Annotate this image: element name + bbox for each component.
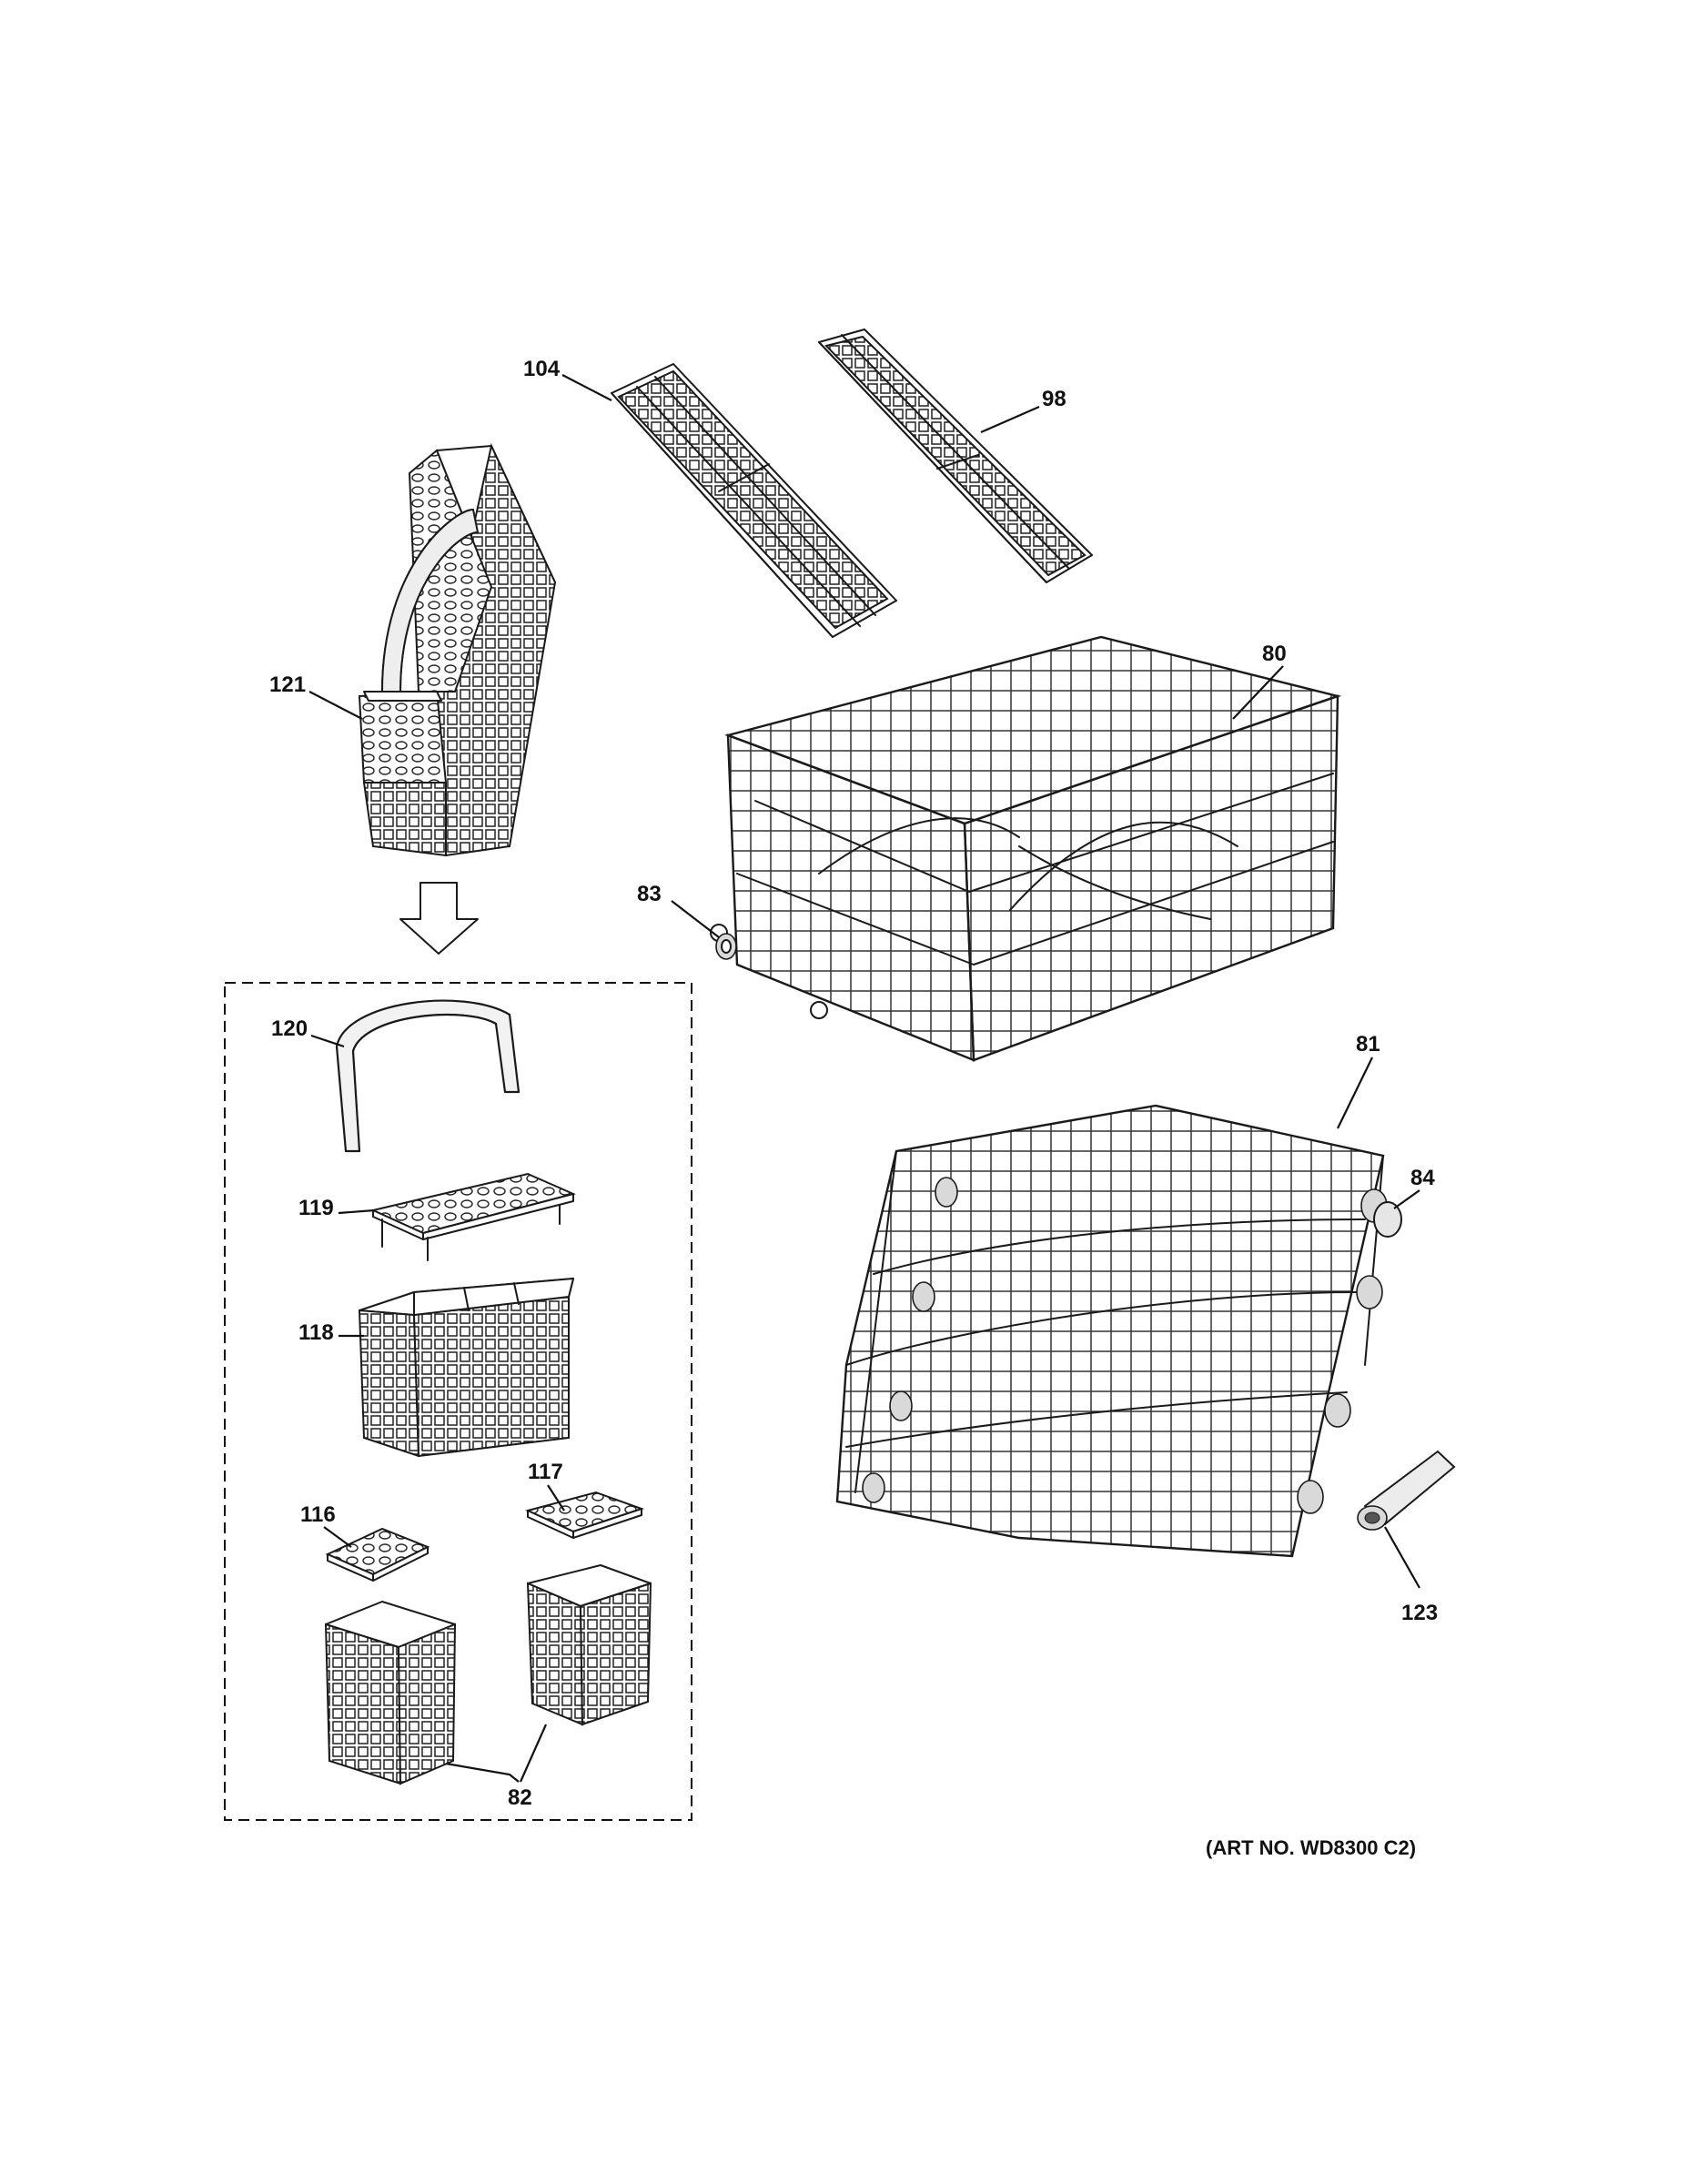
label-116: 116 — [300, 1502, 336, 1527]
part-83-roller — [715, 933, 737, 960]
label-118: 118 — [298, 1320, 334, 1345]
part-119-lid — [369, 1172, 577, 1261]
leader-lines — [308, 374, 1420, 1783]
label-83: 83 — [637, 882, 662, 906]
part-123-stop-clip — [1357, 1450, 1456, 1531]
basket-components-box — [224, 982, 692, 1821]
part-118-main-basket — [358, 1278, 574, 1458]
label-123: 123 — [1401, 1601, 1438, 1625]
label-98: 98 — [1042, 387, 1066, 411]
label-119: 119 — [298, 1196, 334, 1220]
label-104: 104 — [523, 357, 561, 381]
label-121: 121 — [269, 672, 306, 697]
part-117-small-lid — [525, 1491, 645, 1539]
label-117: 117 — [528, 1460, 563, 1484]
art-number: (ART NO. WD8300 C2) — [1206, 1836, 1416, 1859]
label-82: 82 — [508, 1785, 532, 1810]
part-84-wheel — [1373, 1201, 1402, 1238]
part-104-tine-row — [611, 363, 897, 638]
label-84: 84 — [1410, 1166, 1435, 1190]
label-120: 120 — [271, 1016, 308, 1041]
down-arrow-icon — [399, 882, 479, 955]
part-labels: 104 98 121 80 83 120 119 118 81 84 116 1… — [269, 357, 1438, 1810]
part-81-lower-rack — [835, 1104, 1388, 1558]
part-120-handle — [335, 999, 521, 1153]
part-98-tine-row — [818, 329, 1093, 583]
part-121-silverware-basket — [358, 442, 557, 857]
label-81: 81 — [1356, 1032, 1380, 1057]
part-80-upper-rack — [710, 635, 1342, 1062]
part-116-small-lid — [325, 1527, 430, 1582]
label-80: 80 — [1262, 642, 1287, 666]
part-82-small-basket-left — [324, 1601, 457, 1785]
part-82-small-basket-right — [526, 1564, 652, 1726]
